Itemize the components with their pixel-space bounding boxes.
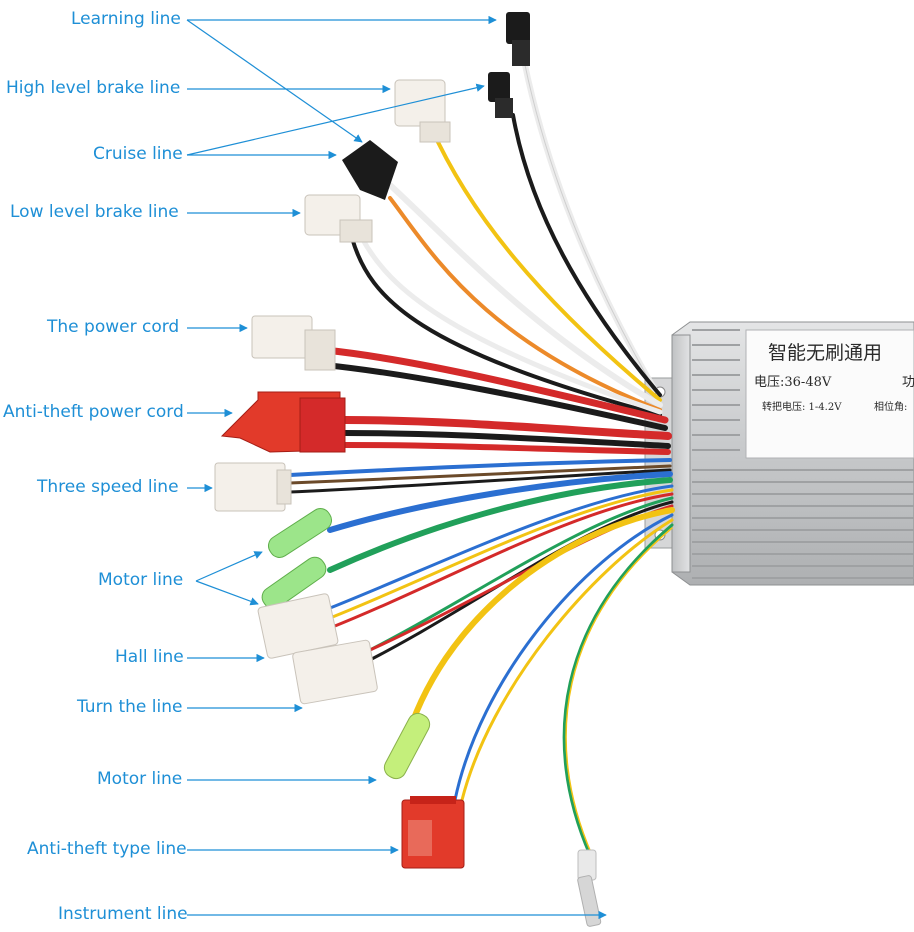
- leader-lines: [186, 15, 607, 920]
- wire-power-black: [322, 362, 668, 431]
- red-power-connector-icon: [220, 391, 346, 453]
- wire-motor-yellow: [402, 507, 675, 748]
- wire-cruise-orange: [388, 196, 662, 412]
- label-motor-line-bottom: Motor line: [97, 769, 183, 789]
- hall-connector-icon: [292, 639, 378, 705]
- wire-high-brake-yellow: [428, 123, 662, 402]
- wire-motor-blue: [327, 471, 673, 533]
- controller-voltage-tail: 功: [902, 375, 914, 390]
- housing-fins: [692, 329, 914, 579]
- wire-antitheft-red: [341, 416, 672, 440]
- wire-high-brake-black: [511, 113, 662, 397]
- label-anti-theft-type-line: Anti-theft type line: [27, 839, 187, 859]
- sm-2pin-connector-icon: [506, 12, 530, 66]
- 2pin-white-connector-icon: [214, 462, 292, 512]
- sm-2pin-connector-icon: [342, 140, 398, 200]
- controller-title: 智能无刷通用: [768, 342, 882, 364]
- label-motor-line-top: Motor line: [98, 570, 184, 590]
- label-hall-line: Hall line: [115, 647, 184, 667]
- wire-cruise-white: [387, 182, 663, 408]
- controller-detail-left: 转把电压: 1-4.2V: [762, 400, 842, 413]
- wire-low-brake-black: [350, 236, 662, 417]
- label-cruise-line: Cruise line: [93, 144, 183, 164]
- controller-detail-right: 相位角:: [874, 400, 907, 413]
- wire-antitheft-blue: [453, 513, 674, 802]
- 2pin-white-connector-icon: [251, 315, 336, 371]
- label-instrument-line: Instrument line: [58, 904, 188, 924]
- red-anti-theft-connector-icon: [401, 796, 465, 869]
- label-turn-the-line: Turn the line: [77, 697, 183, 717]
- wire-antitheft-yellow: [460, 518, 674, 802]
- label-high-level-brake-line: High level brake line: [6, 78, 181, 98]
- bullet-connector-icon: [383, 712, 431, 780]
- controller-sticker: [745, 329, 914, 459]
- wire-hall-green: [358, 496, 674, 657]
- 2pin-white-connector-icon: [394, 79, 451, 143]
- wire-hall-yellow: [328, 488, 674, 620]
- wire-speed-blue: [288, 458, 672, 477]
- wire-learning-white: [522, 62, 658, 393]
- wire-hall-blue: [328, 484, 674, 610]
- label-low-level-brake-line: Low level brake line: [10, 202, 179, 222]
- 2pin-white-connector-icon: [304, 194, 373, 243]
- spade-terminal-icon: [577, 849, 602, 927]
- wire-antitheft-black: [342, 430, 671, 449]
- wire-hall-red: [328, 492, 674, 630]
- label-learning-line: Learning line: [71, 9, 181, 29]
- controller-housing: 智能无刷通用 电压:36-48V 功 转把电压: 1-4.2V 相位角:: [644, 321, 914, 586]
- bullet-connector-icon: [267, 508, 333, 558]
- label-anti-theft-power-cord: Anti-theft power cord: [3, 402, 184, 422]
- label-power-cord: The power cord: [47, 317, 180, 337]
- connectors: [214, 12, 602, 927]
- wire-speed-brown: [288, 464, 672, 485]
- controller-voltage: 电压:36-48V: [754, 375, 832, 390]
- wire-power-red: [321, 346, 669, 424]
- wire-instrument-green: [562, 523, 674, 857]
- wire-bundle: [288, 62, 675, 857]
- sm-2pin-connector-icon: [488, 72, 513, 118]
- wire-motor-green: [327, 477, 673, 573]
- bullet-connector-icon: [261, 556, 327, 610]
- label-three-speed-line: Three speed line: [37, 477, 179, 497]
